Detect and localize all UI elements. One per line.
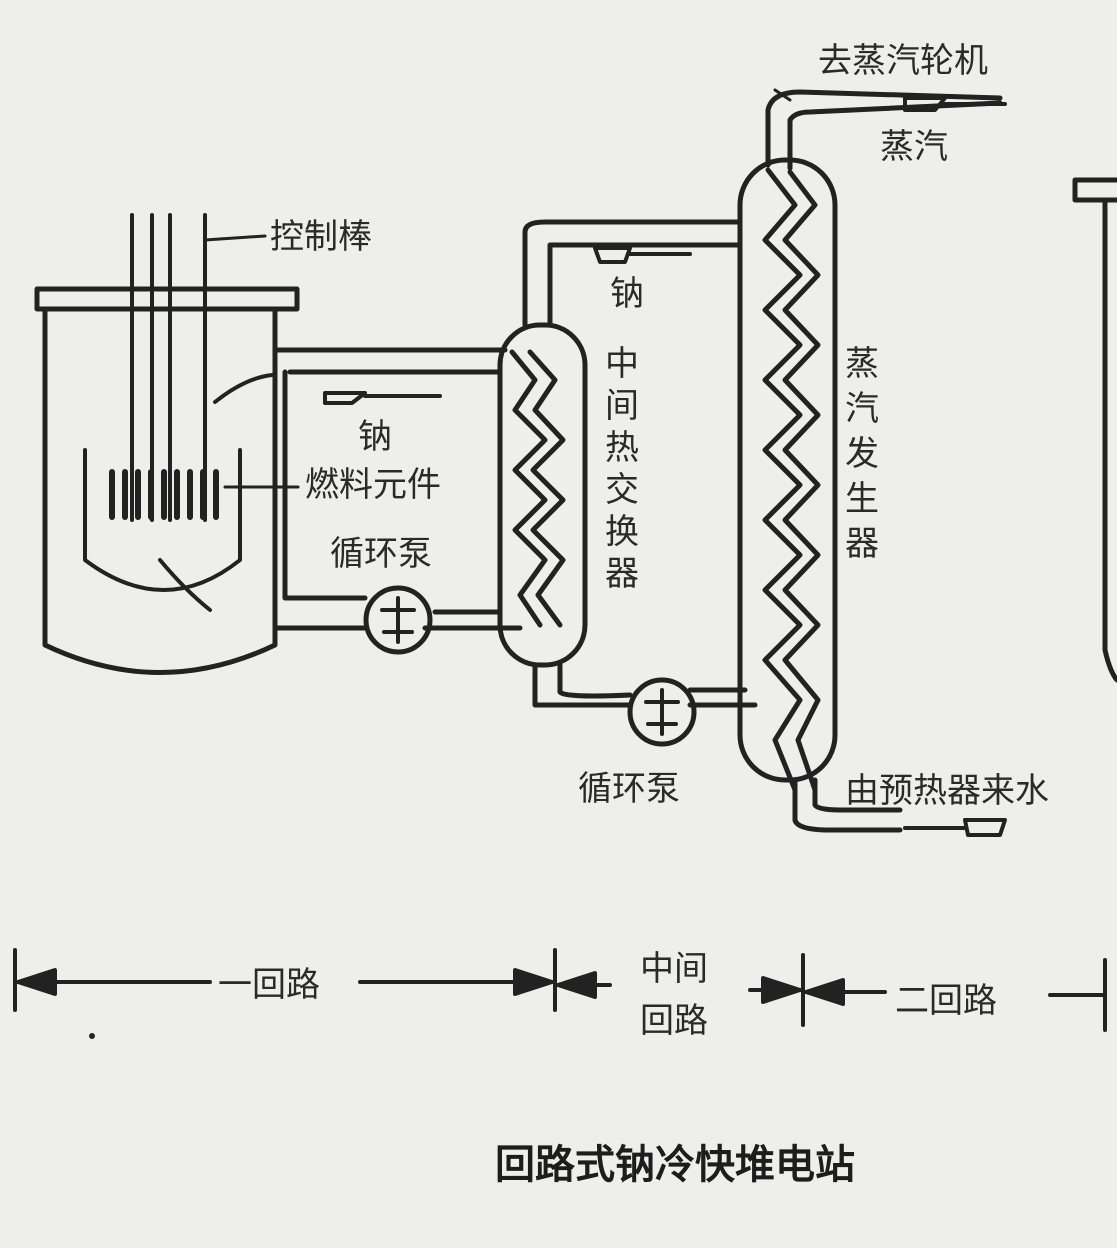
control-rods (130, 213, 267, 522)
label-sodium-primary: 钠 (358, 417, 392, 457)
steam-generator (737, 112, 838, 793)
label-pump-primary: 循环泵 (330, 534, 432, 574)
intermediate-pump (627, 677, 697, 747)
feedwater-inlet-pipe (792, 777, 903, 833)
next-stage-vessel-edge (1072, 177, 1117, 683)
label-steam: 蒸汽 (880, 127, 948, 167)
label-steam-generator: 蒸汽发生器 (845, 344, 879, 564)
reactor-tank (42, 306, 278, 675)
label-pump-intermediate: 循环泵 (578, 769, 680, 809)
steam-flow-arrow (903, 96, 1007, 112)
fuel-elements (109, 469, 300, 520)
label-intermediate-loop: 中间回路 (640, 949, 708, 1041)
label-fuel-elements: 燃料元件 (305, 465, 441, 505)
label-intermediate-heat-exchanger: 中间热交换器 (605, 344, 639, 594)
intermediate-heat-exchanger (497, 322, 588, 668)
label-sodium-intermediate: 钠 (610, 274, 644, 314)
loop-dimension-lines (13, 948, 1107, 1032)
steam-outlet-pipe (765, 88, 1003, 171)
label-primary-loop: 一回路 (218, 965, 320, 1005)
feedwater-flow-arrow (903, 818, 1007, 837)
reactor-lid (34, 286, 300, 312)
label-feedwater: 由预热器来水 (845, 771, 1049, 811)
sodium-flow-arrow-intermediate (593, 246, 692, 264)
primary-loop-piping (213, 347, 523, 631)
primary-pump (363, 585, 433, 655)
reactor-vessel (34, 286, 300, 675)
intermediate-loop-piping (522, 219, 758, 708)
label-to-turbine: 去蒸汽轮机 (818, 41, 988, 81)
reactor-core-barrel (83, 448, 242, 592)
sodium-flow-arrow-primary (323, 391, 442, 405)
label-secondary-loop: 二回路 (895, 981, 997, 1021)
label-control-rods: 控制棒 (270, 217, 372, 257)
figure-caption: 回路式钠冷快堆电站 (495, 1142, 855, 1188)
